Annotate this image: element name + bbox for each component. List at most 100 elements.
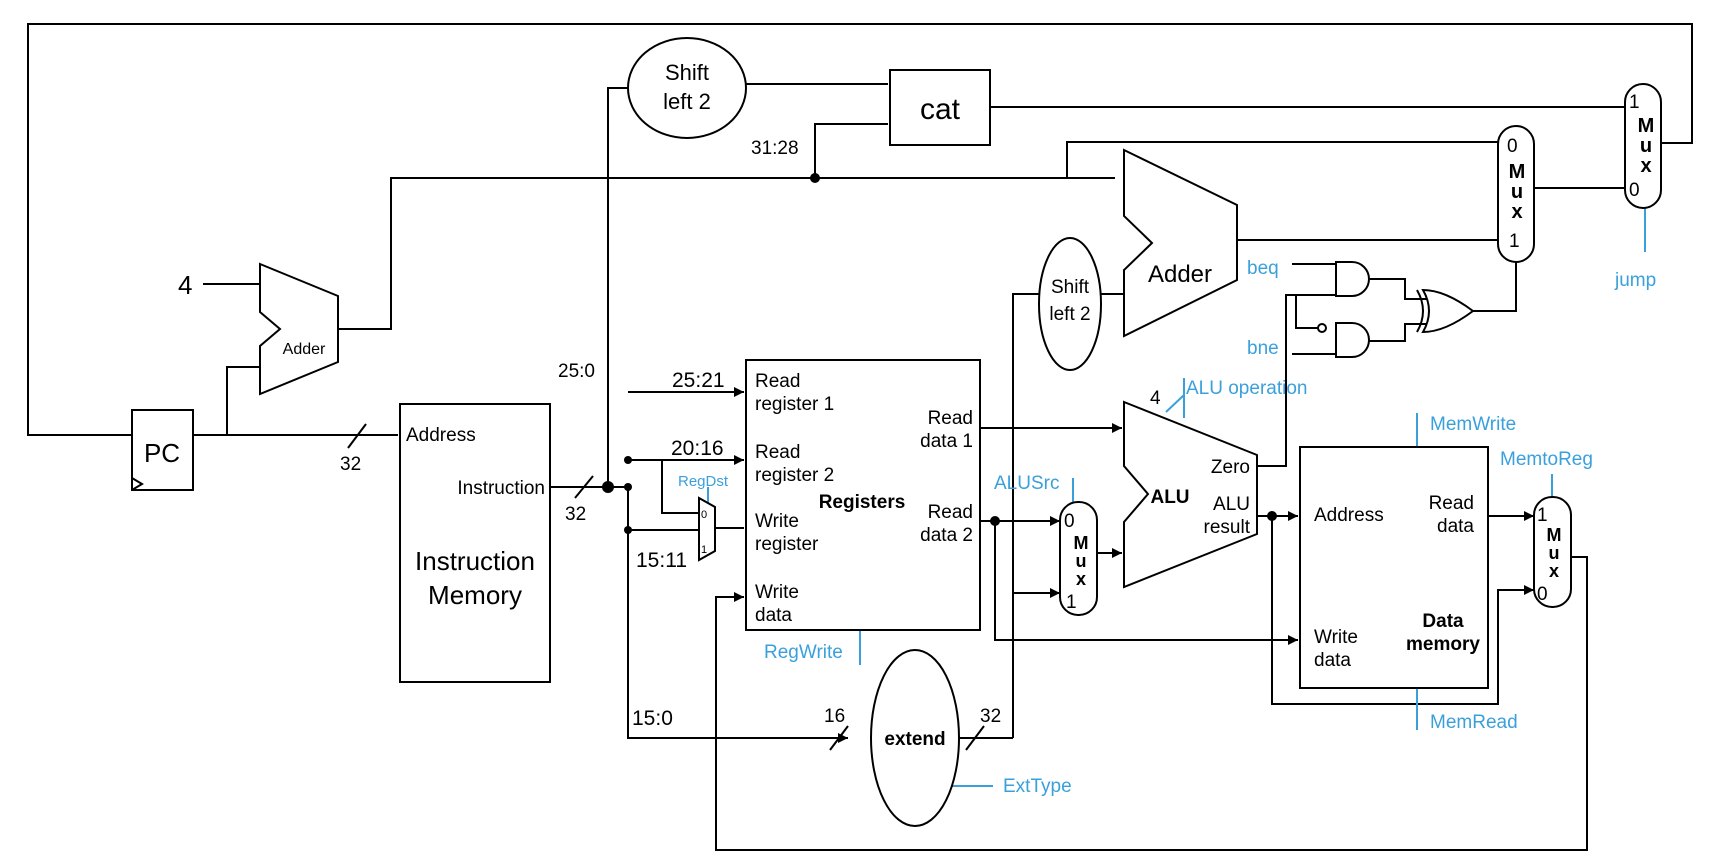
shift-mid-line1: Shift (1051, 277, 1090, 298)
label-width-32-a: 32 (340, 454, 361, 475)
sign-extend: extend (870, 649, 960, 827)
memtoreg-label: MemtoReg (1500, 449, 1593, 470)
alusrc-mux: 0 M u x 1 (1059, 501, 1098, 616)
alu-result-line1: ALU (1213, 494, 1250, 515)
branch-mux-m: M (1509, 161, 1526, 183)
regs-read-data2-line1: Read (928, 502, 973, 523)
bne-label: bne (1247, 338, 1279, 359)
shift-top-line2: left 2 (663, 89, 711, 114)
regs-read-data1-line2: data 1 (920, 431, 973, 452)
jump-mux-1: 1 (1629, 92, 1640, 113)
junction-dots (602, 173, 1277, 534)
regdst-mux-0: 0 (701, 509, 707, 521)
memtoreg-mux-m: M (1547, 525, 1562, 545)
branch-mux-u: u (1511, 181, 1523, 203)
bus-width-slashes (347, 423, 985, 751)
imem-instruction-label: Instruction (457, 478, 545, 499)
label-width-4: 4 (1150, 388, 1161, 409)
memtoreg-mux-1: 1 (1537, 505, 1548, 526)
dmem-read-data-line2: data (1437, 516, 1474, 537)
alusrc-mux-0: 0 (1064, 511, 1075, 532)
label-31-28: 31:28 (751, 138, 799, 159)
label-15-0: 15:0 (632, 707, 673, 730)
concat-block: cat (889, 69, 991, 146)
alu-operation-label: ALU operation (1186, 378, 1307, 399)
beq-and-gate (1335, 261, 1370, 297)
label-15-11: 15:11 (636, 549, 687, 572)
register-file: Read register 1 Read register 2 Write re… (745, 359, 981, 631)
imem-address-label: Address (406, 425, 476, 446)
data-memory: Address Read data Write data Data memory (1299, 446, 1489, 689)
control-wires (707, 208, 1646, 787)
dmem-read-data-line1: Read (1429, 493, 1474, 514)
imem-title-line2: Memory (428, 580, 522, 610)
regs-read-reg2-line1: Read (755, 442, 800, 463)
instruction-memory: Address Instruction Instruction Memory (399, 403, 551, 683)
beq-label: beq (1247, 258, 1279, 279)
label-20-16: 20:16 (671, 437, 724, 460)
dmem-address-label: Address (1314, 505, 1384, 526)
label-width-32-b: 32 (565, 504, 586, 525)
branch-mux-x: x (1511, 201, 1522, 223)
shift-left-2-branch: Shift left 2 (1038, 237, 1102, 371)
datapath-wires (27, 23, 1693, 851)
bne-inverter-bubble (1317, 323, 1327, 333)
jump-mux-m: M (1638, 115, 1655, 137)
imem-title-line1: Instruction (415, 546, 535, 576)
regs-read-reg1-line2: register 1 (755, 394, 834, 415)
label-width-16: 16 (824, 706, 845, 727)
regs-read-data1-line1: Read (928, 408, 973, 429)
dmem-title-line2: memory (1406, 634, 1480, 655)
jump-mux-x: x (1640, 155, 1651, 177)
pc-adder: Adder (259, 262, 339, 396)
regdst-mux: 0 1 (698, 496, 716, 562)
regwrite-label: RegWrite (764, 642, 843, 663)
memtoreg-mux-0: 0 (1537, 584, 1548, 605)
extend-label: extend (884, 729, 945, 750)
alusrc-mux-m: M (1074, 533, 1089, 553)
regs-write-reg-line1: Write (755, 511, 799, 532)
regs-read-data2-line2: data 2 (920, 525, 973, 546)
shift-left-2-jump: Shift left 2 (627, 37, 747, 139)
exttype-label: ExtType (1003, 776, 1072, 797)
dmem-title-line1: Data (1422, 611, 1464, 632)
branch-logic (1317, 261, 1475, 358)
cat-label: cat (920, 93, 961, 126)
memtoreg-mux: 1 M u x 0 (1533, 496, 1572, 608)
regs-write-data-line1: Write (755, 582, 799, 603)
alu-title: ALU (1150, 487, 1189, 508)
alusrc-mux-x: x (1076, 569, 1086, 589)
jump-mux-0: 0 (1629, 180, 1640, 201)
alu-zero-label: Zero (1211, 457, 1250, 478)
branch-or-gate (1421, 288, 1475, 334)
regs-write-data-line2: data (755, 605, 792, 626)
jump-mux: 1 M u x 0 (1624, 83, 1662, 209)
memwrite-label: MemWrite (1430, 414, 1516, 435)
control-labels: RegDst RegWrite ALUSrc ALU operation Mem… (678, 258, 1656, 797)
label-width-32-c: 32 (980, 706, 1001, 727)
alu-result-line2: result (1204, 517, 1251, 538)
alusrc-label: ALUSrc (994, 473, 1059, 494)
branch-mux: 0 M u x 1 (1497, 125, 1535, 263)
branch-adder: Adder (1123, 148, 1238, 338)
label-25-0: 25:0 (558, 361, 595, 382)
pc-label: PC (144, 438, 180, 468)
regs-title: Registers (819, 492, 906, 513)
branch-mux-1: 1 (1509, 231, 1520, 252)
branch-adder-label: Adder (1148, 261, 1212, 288)
alu: ALU Zero ALU result (1123, 400, 1258, 589)
memread-label: MemRead (1430, 712, 1518, 733)
dmem-write-data-line2: data (1314, 650, 1351, 671)
regdst-mux-1: 1 (701, 544, 707, 556)
regs-read-reg1-line1: Read (755, 371, 800, 392)
regs-read-reg2-line2: register 2 (755, 465, 834, 486)
constant-4-label: 4 (178, 270, 192, 300)
bit-labels: 31:28 25:0 25:21 20:16 15:11 15:0 32 32 … (340, 138, 1161, 730)
branch-mux-0: 0 (1507, 136, 1518, 157)
pc-adder-label: Adder (283, 341, 326, 358)
memtoreg-mux-x: x (1549, 561, 1559, 581)
bne-and-gate (1335, 322, 1370, 358)
regs-write-reg-line2: register (755, 534, 819, 555)
jump-label: jump (1614, 270, 1656, 291)
